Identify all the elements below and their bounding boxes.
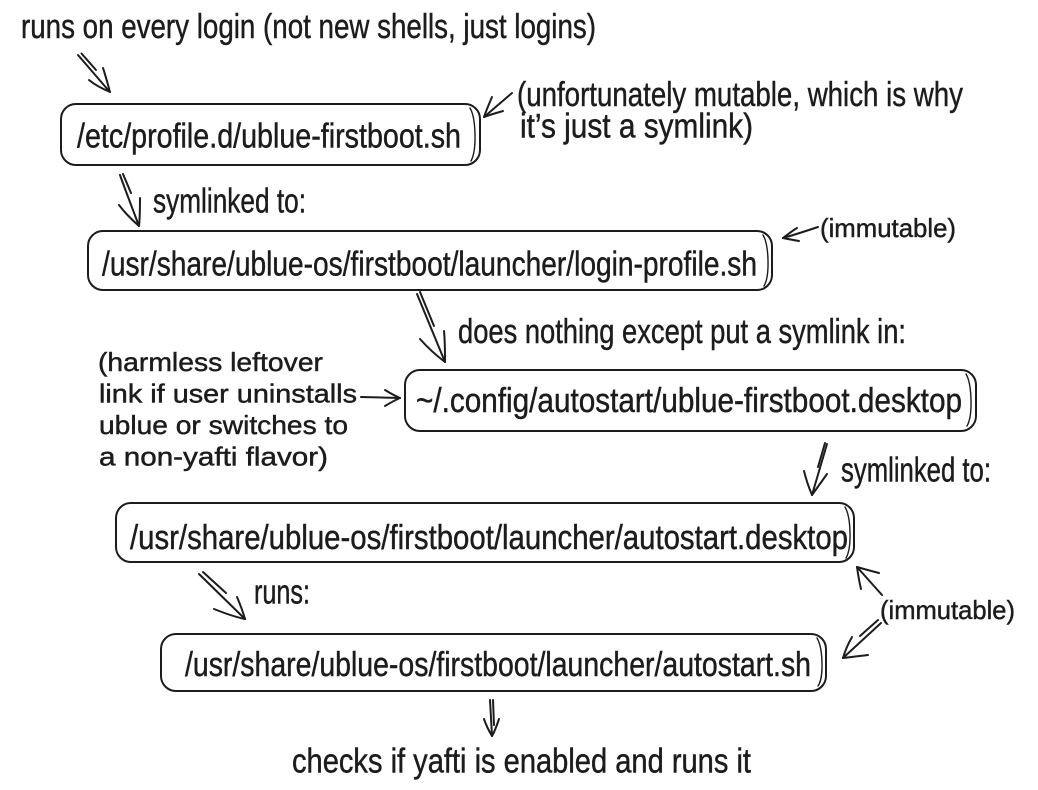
svg-text:/etc/profile.d/ublue-firstboot: /etc/profile.d/ublue-firstboot.sh xyxy=(77,118,461,156)
svg-text:/usr/share/ublue-os/firstboot/: /usr/share/ublue-os/firstboot/launcher/a… xyxy=(130,519,848,557)
svg-text:ublue or switches to: ublue or switches to xyxy=(99,410,348,440)
svg-text:a non-yafti flavor): a non-yafti flavor) xyxy=(99,442,328,472)
svg-text:~/.config/autostart/ublue-firs: ~/.config/autostart/ublue-firstboot.desk… xyxy=(416,382,962,420)
svg-text:symlinked to:: symlinked to: xyxy=(841,452,991,490)
svg-text:symlinked to:: symlinked to: xyxy=(153,183,306,221)
svg-text:(immutable): (immutable) xyxy=(820,213,956,243)
svg-text:runs:: runs: xyxy=(254,574,310,612)
svg-text:(unfortunately mutable, which: (unfortunately mutable, which is why xyxy=(517,76,963,114)
svg-text:(immutable): (immutable) xyxy=(880,595,1015,625)
svg-text:runs on every login (not new s: runs on every login (not new shells, jus… xyxy=(21,8,596,46)
svg-text:(harmless leftover: (harmless leftover xyxy=(98,347,323,377)
svg-text:/usr/share/ublue-os/firstboot/: /usr/share/ublue-os/firstboot/launcher/l… xyxy=(102,246,757,284)
svg-text:does nothing except put a syml: does nothing except put a symlink in: xyxy=(458,313,906,351)
svg-text:link if user uninstalls: link if user uninstalls xyxy=(99,379,357,409)
svg-text:/usr/share/ublue-os/firstboot/: /usr/share/ublue-os/firstboot/launcher/a… xyxy=(185,646,811,684)
svg-text:checks if yafti is enabled and: checks if yafti is enabled and runs it xyxy=(292,743,751,781)
svg-text:it’s just a symlink): it’s just a symlink) xyxy=(520,108,753,146)
